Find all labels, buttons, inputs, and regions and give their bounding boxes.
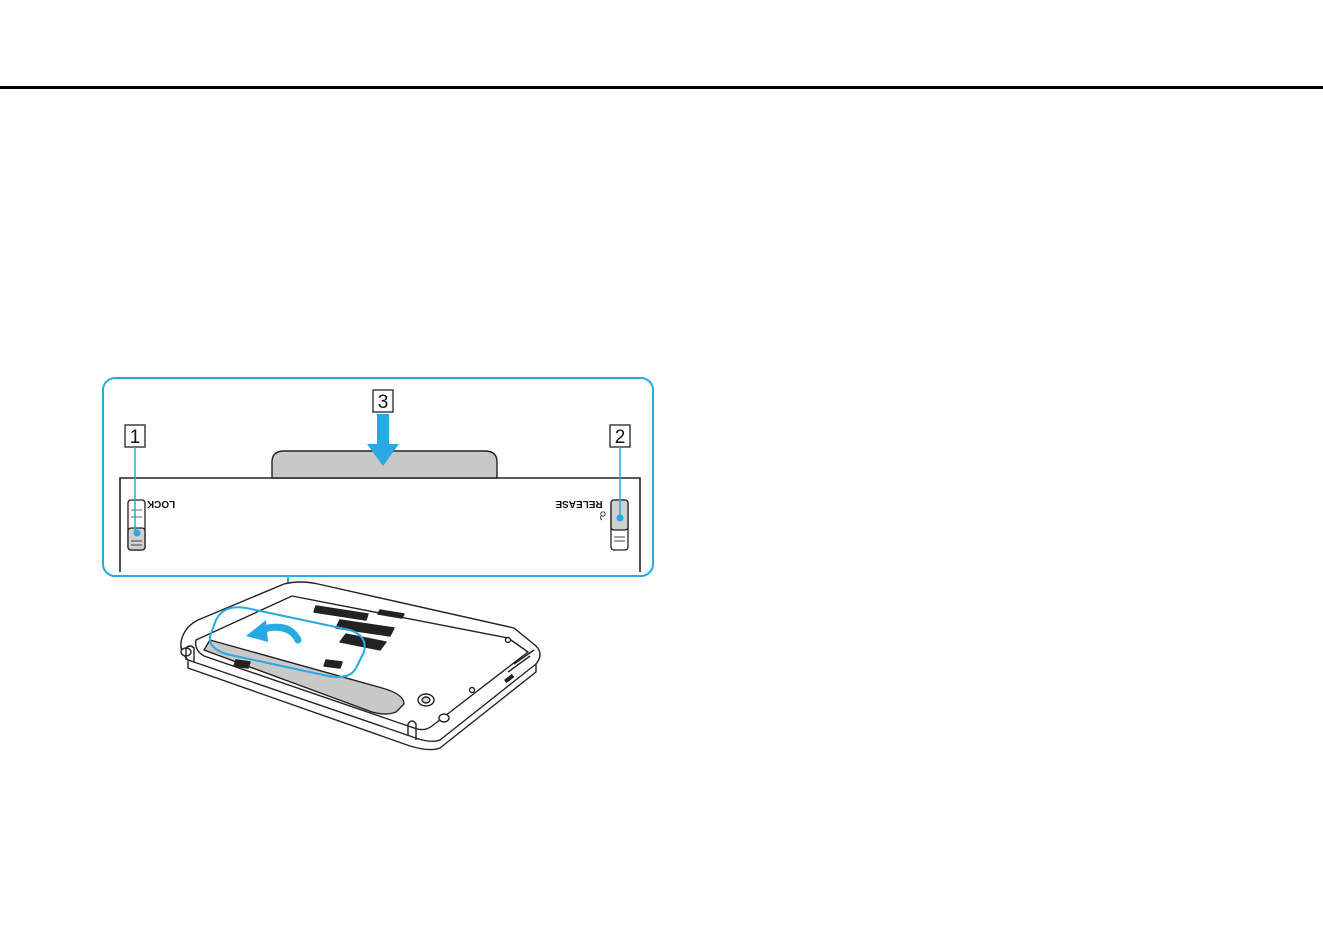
lock-switch	[128, 500, 145, 550]
zoom-inset: LOCK RELEASE 1 2 3	[103, 378, 653, 576]
callout-3-number: 3	[378, 392, 389, 413]
release-label: RELEASE	[555, 498, 603, 509]
callout-1-number: 1	[130, 427, 141, 448]
callout-3: 3	[373, 390, 393, 413]
lock-label: LOCK	[146, 498, 175, 509]
callout-2-number: 2	[615, 427, 626, 448]
